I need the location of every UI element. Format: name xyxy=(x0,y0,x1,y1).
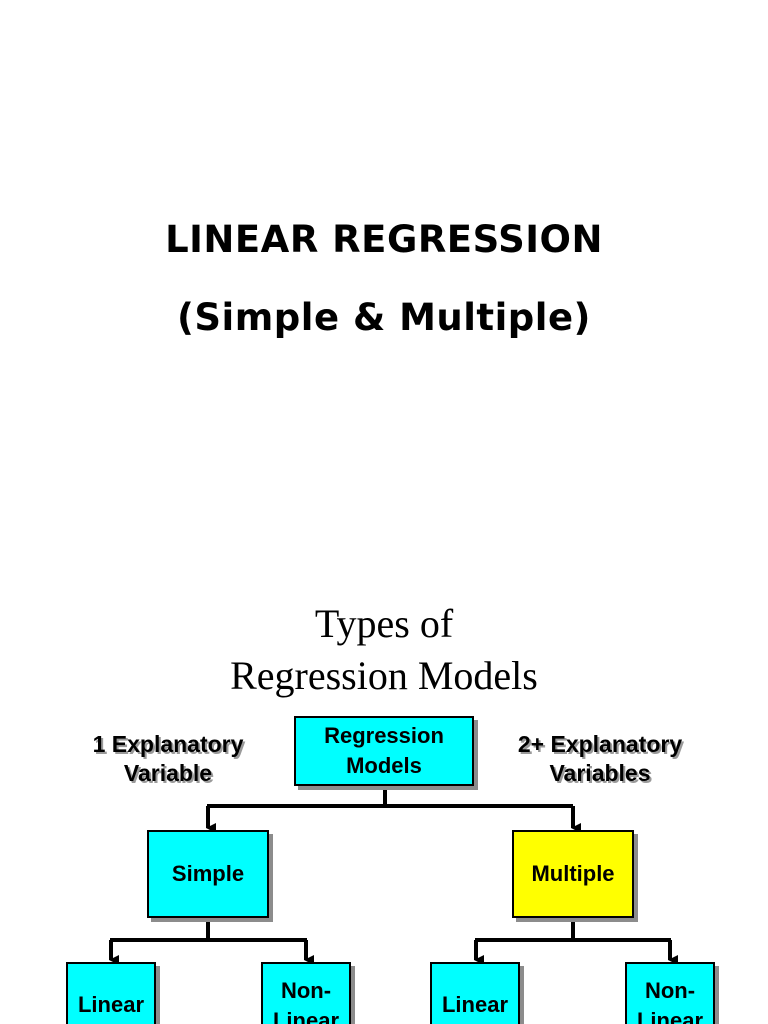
slide-title-line-1: LINEAR REGRESSION xyxy=(165,218,603,261)
diagram-title-line-2: Regression Models xyxy=(230,653,538,698)
node-regression-models: Regression Models xyxy=(294,716,474,786)
slide-subtitle: (Simple & Multiple) xyxy=(177,296,591,339)
diagram-title-line-1: Types of xyxy=(314,601,454,646)
label-one-explanatory-variable: 1 Explanatory Variable xyxy=(92,731,244,786)
label-two-plus-explanatory-variables: 2+ Explanatory Variables xyxy=(517,731,683,786)
node-multiple-nonlinear: Non- Linear xyxy=(625,962,715,1024)
node-simple-nonlinear: Non- Linear xyxy=(261,962,351,1024)
node-multiple-linear: Linear xyxy=(430,962,520,1024)
node-simple-linear: Linear xyxy=(66,962,156,1024)
node-simple: Simple xyxy=(147,830,269,918)
node-multiple: Multiple xyxy=(512,830,634,918)
